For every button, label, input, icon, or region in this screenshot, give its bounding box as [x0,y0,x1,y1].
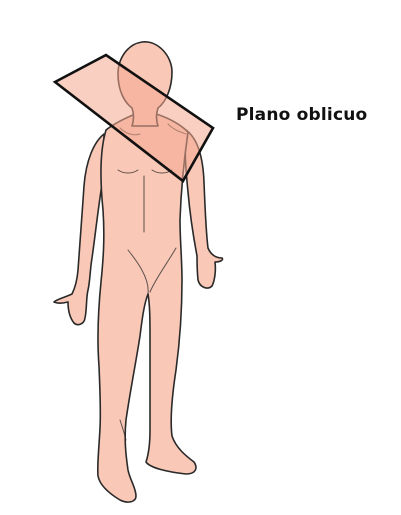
torso-and-legs [96,111,197,503]
left-arm [53,133,105,326]
oblique-plane [52,53,215,183]
plane-label: Plano oblicuo [236,105,368,125]
right-arm [184,129,224,289]
